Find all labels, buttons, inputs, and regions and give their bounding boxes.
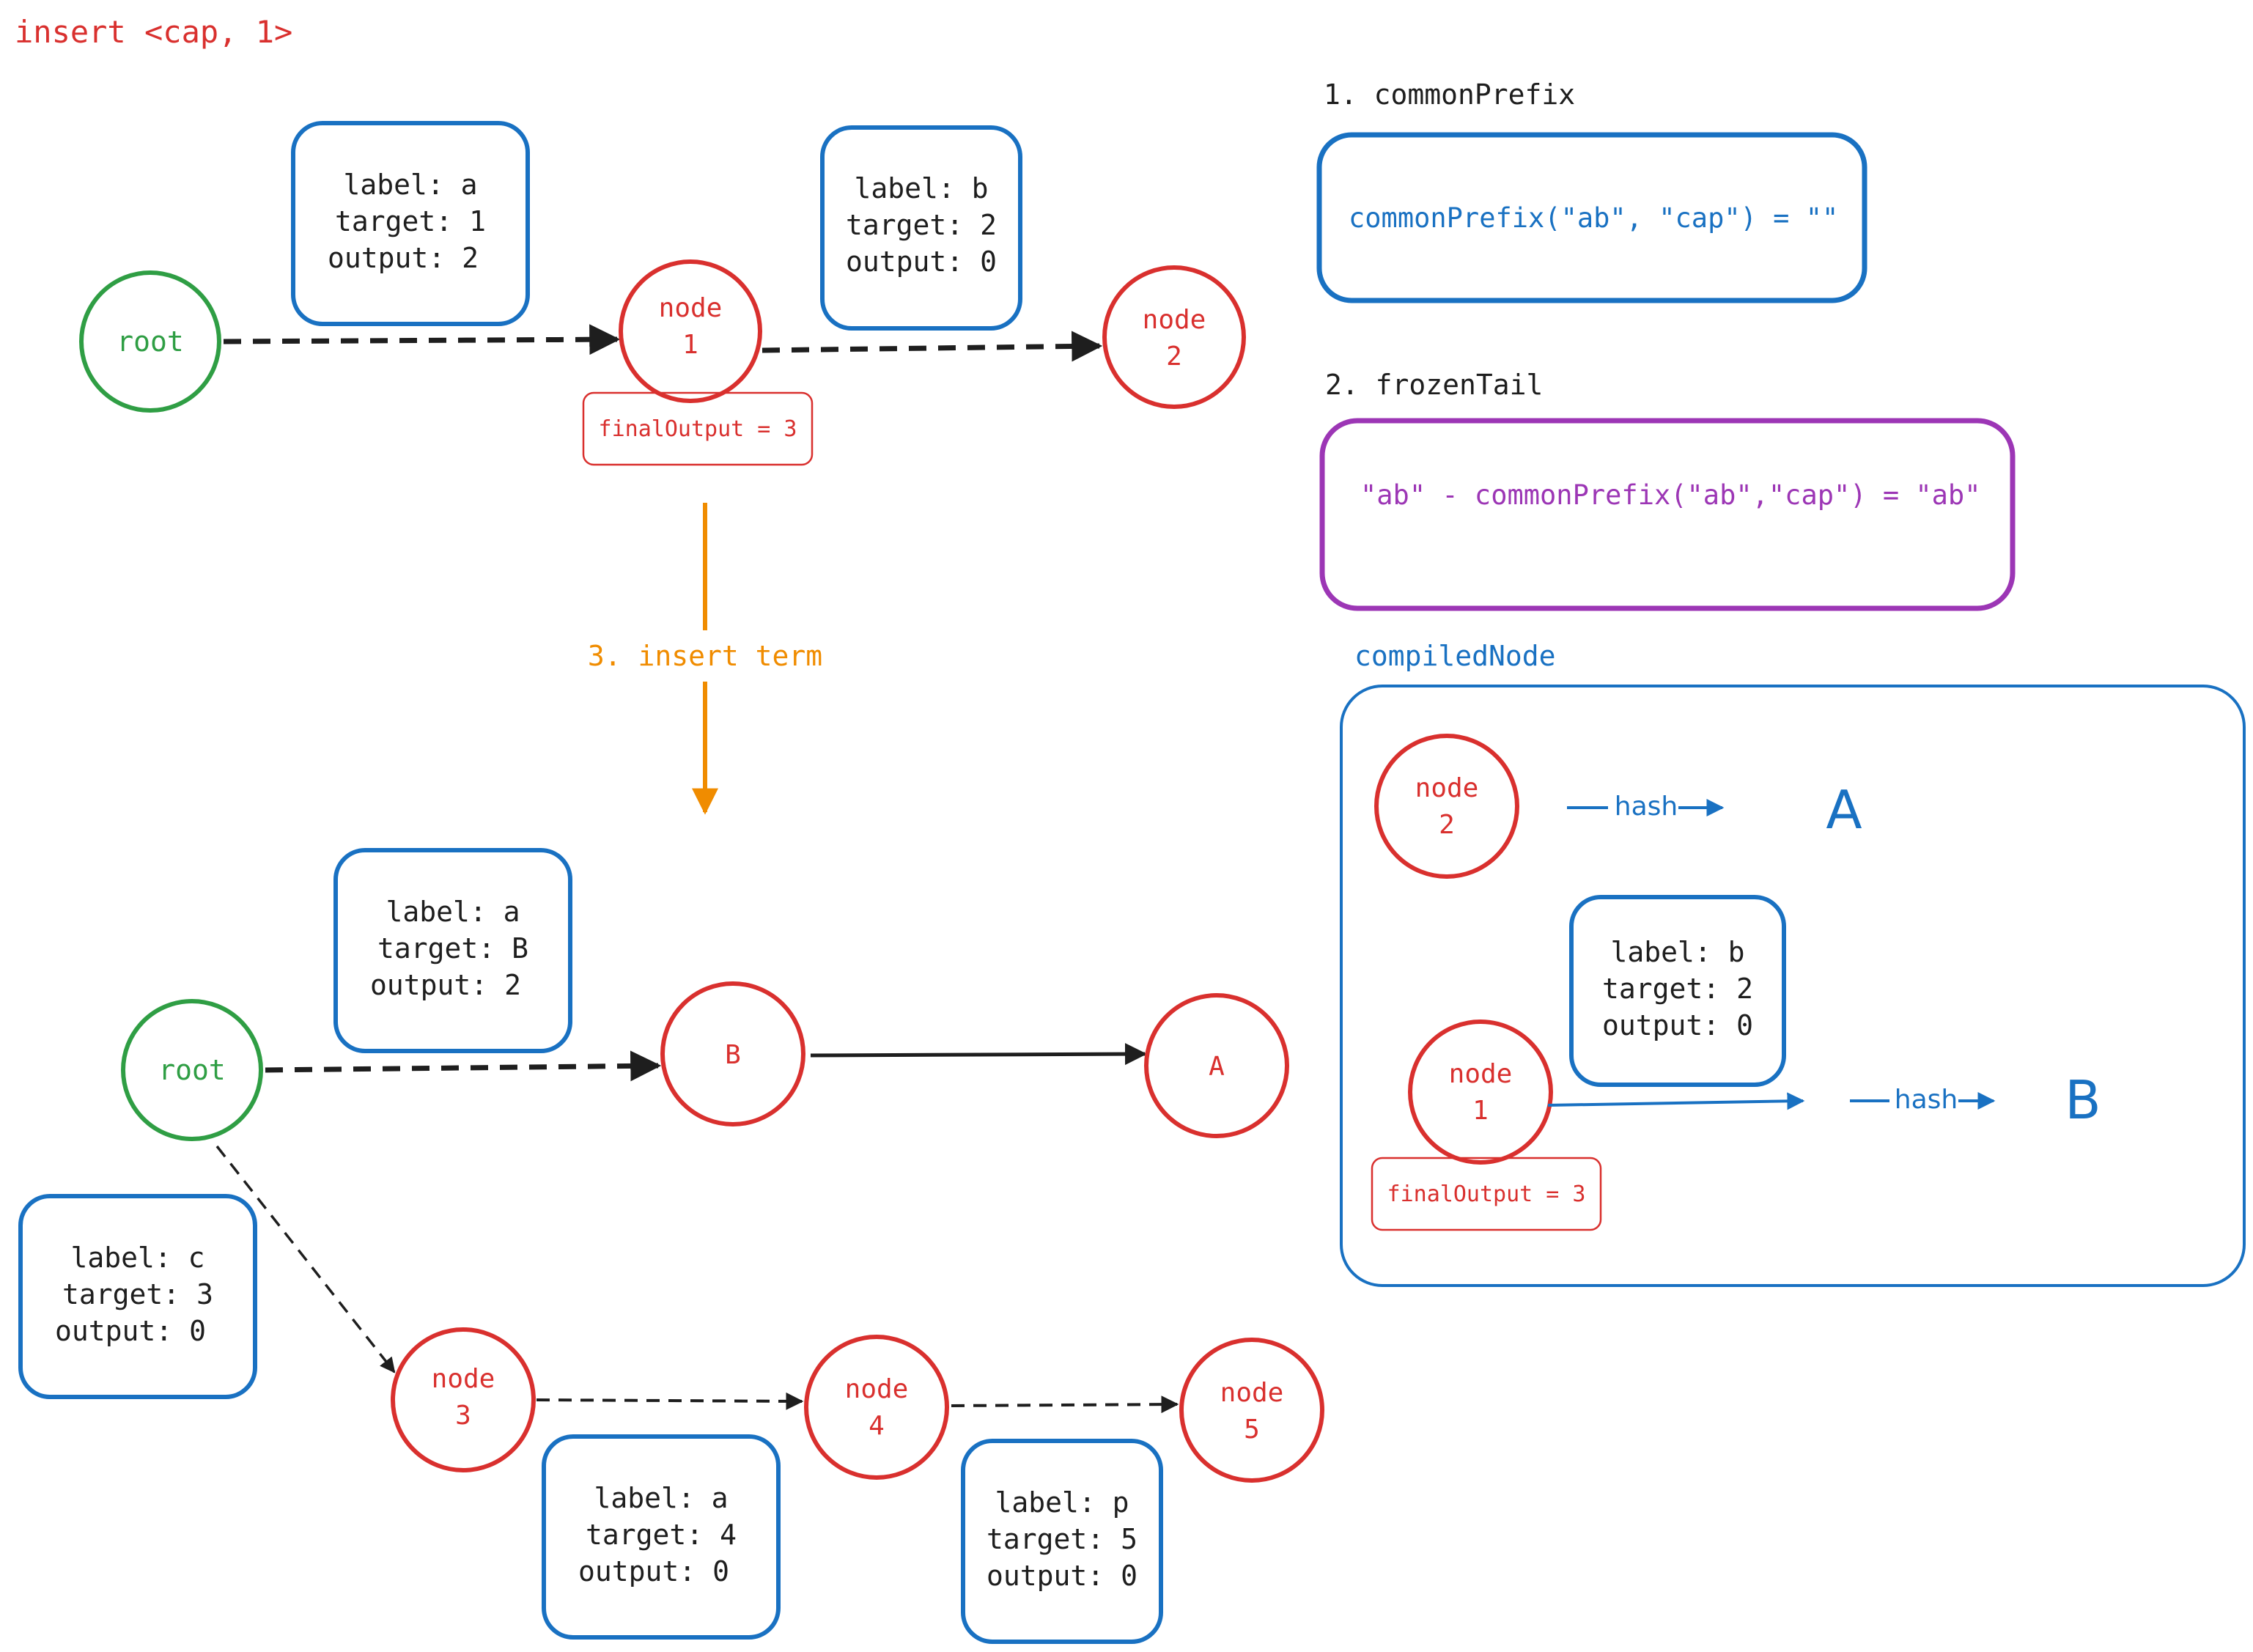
bottom-edge-a-line2: target: B — [377, 932, 528, 965]
compiled-node-1-line2: 1 — [1472, 1096, 1489, 1126]
compiled-hash-arrow-a: hash — [1567, 792, 1725, 822]
bottom-root-label: root — [158, 1054, 226, 1086]
bottom-edge-p-label-box: label: p target: 5 output: 0 — [961, 1439, 1163, 1644]
edge-root-to-B — [265, 1050, 662, 1082]
compiled-node-1-line1: node — [1449, 1059, 1513, 1089]
bottom-edge-c-line2: target: 3 — [62, 1278, 213, 1310]
compiled-edge-b-line2: target: 2 — [1602, 973, 1753, 1005]
bottom-node-4-line1: node — [845, 1374, 909, 1404]
compiled-node-2-line2: 2 — [1439, 810, 1455, 840]
step1-expression: commonPrefix("ab", "cap") = "" — [1349, 202, 1838, 234]
compiled-node-1-final-output: finalOutput = 3 — [1371, 1157, 1602, 1231]
top-edge-a-label-box: label: a target: 1 output: 2 — [291, 121, 530, 326]
top-edge-b-label-box: label: b target: 2 output: 0 — [820, 125, 1022, 331]
bottom-edge-p-line3: output: 0 — [987, 1560, 1137, 1592]
bottom-edge-a-line1: label: a — [386, 896, 520, 928]
compiled-edge-b-line3: output: 0 — [1602, 1009, 1753, 1041]
bottom-edge-a2-line3: output: 0 — [578, 1555, 729, 1588]
top-edge-a-line3: output: 2 — [328, 242, 479, 274]
top-node-1: node 1 — [619, 259, 762, 403]
top-edge-b-line1: label: b — [854, 172, 988, 204]
diagram-title: insert <cap, 1> — [15, 14, 292, 50]
insert-term-label: 3. insert term — [588, 640, 822, 672]
top-edge-b-line3: output: 0 — [846, 246, 997, 278]
compiled-node-1-final-output-text: finalOutput = 3 — [1387, 1181, 1586, 1207]
bottom-node-B-label: B — [725, 1040, 741, 1070]
compiled-hash-a-label: hash — [1615, 792, 1678, 822]
step1-box: commonPrefix("ab", "cap") = "" — [1316, 132, 1867, 303]
top-root-node: root — [79, 270, 221, 413]
top-edge-a-line2: target: 1 — [335, 205, 486, 237]
step1-heading: 1. commonPrefix — [1324, 78, 1575, 111]
bottom-node-4: node 4 — [804, 1335, 949, 1480]
compiled-heading: compiledNode — [1354, 640, 1556, 672]
bottom-node-A-label: A — [1209, 1052, 1225, 1082]
edge-B-to-A — [810, 1043, 1147, 1066]
bottom-edge-a-line3: output: 2 — [370, 969, 521, 1001]
compiled-panel — [1340, 685, 2246, 1287]
compiled-hash-b-label: hash — [1895, 1085, 1958, 1115]
compiled-node-1: node 1 — [1408, 1019, 1553, 1165]
compiled-hash-arrow-b: hash — [1850, 1085, 1996, 1115]
top-node-1-label-line2: 1 — [682, 330, 698, 360]
bottom-node-5-line2: 5 — [1244, 1415, 1260, 1445]
bottom-edge-c-line3: output: 0 — [55, 1315, 206, 1347]
step2-box: "ab" - commonPrefix("ab","cap") = "ab" — [1319, 418, 2016, 611]
compiled-result-b: B — [2065, 1069, 2101, 1131]
top-edge-b-line2: target: 2 — [846, 209, 997, 241]
compiled-node-1-edge — [1547, 1092, 1805, 1110]
bottom-node-4-line2: 4 — [869, 1411, 885, 1441]
edge-node3-to-node4 — [536, 1392, 804, 1410]
top-node-1-label-line1: node — [659, 293, 723, 323]
top-node-1-final-output: finalOutput = 3 — [582, 391, 814, 466]
compiled-node-2: node 2 — [1374, 734, 1519, 879]
bottom-edge-a2-label-box: label: a target: 4 output: 0 — [542, 1434, 781, 1640]
bottom-node-B: B — [660, 981, 805, 1126]
bottom-edge-c-label-box: label: c target: 3 output: 0 — [18, 1194, 257, 1399]
bottom-edge-a-label-box: label: a target: B output: 2 — [333, 848, 572, 1053]
compiled-result-a: A — [1826, 779, 1862, 841]
bottom-node-3-line2: 3 — [455, 1401, 471, 1431]
bottom-node-3-line1: node — [432, 1364, 495, 1394]
bottom-edge-p-line2: target: 5 — [987, 1523, 1137, 1555]
top-node-2-label-line2: 2 — [1166, 342, 1182, 372]
bottom-root-node: root — [121, 999, 263, 1141]
top-root-label: root — [117, 325, 184, 358]
edge-node1-to-node2 — [762, 331, 1103, 362]
top-edge-a-line1: label: a — [343, 169, 477, 201]
top-node-2: node 2 — [1102, 265, 1246, 409]
edge-node4-to-node5 — [951, 1395, 1179, 1414]
edge-root-to-node1 — [223, 324, 621, 355]
step2-expression: "ab" - commonPrefix("ab","cap") = "ab" — [1360, 479, 1980, 511]
bottom-node-3: node 3 — [391, 1327, 536, 1472]
top-node-2-label-line1: node — [1143, 305, 1206, 335]
step2-heading: 2. frozenTail — [1325, 369, 1543, 401]
bottom-edge-p-line1: label: p — [995, 1486, 1129, 1519]
compiled-node-2-line1: node — [1415, 773, 1479, 803]
compiled-edge-b-label-box: label: b target: 2 output: 0 — [1569, 895, 1786, 1087]
bottom-node-5-line1: node — [1220, 1378, 1284, 1408]
edge-root-to-node3 — [215, 1145, 396, 1373]
bottom-edge-a2-line1: label: a — [594, 1482, 728, 1514]
bottom-node-A: A — [1144, 993, 1289, 1138]
top-node-1-final-output-text: finalOutput = 3 — [599, 416, 797, 442]
bottom-edge-c-line1: label: c — [70, 1242, 204, 1274]
compiled-edge-b-line1: label: b — [1610, 936, 1744, 968]
bottom-node-5: node 5 — [1179, 1338, 1324, 1483]
bottom-edge-a2-line2: target: 4 — [586, 1519, 737, 1551]
